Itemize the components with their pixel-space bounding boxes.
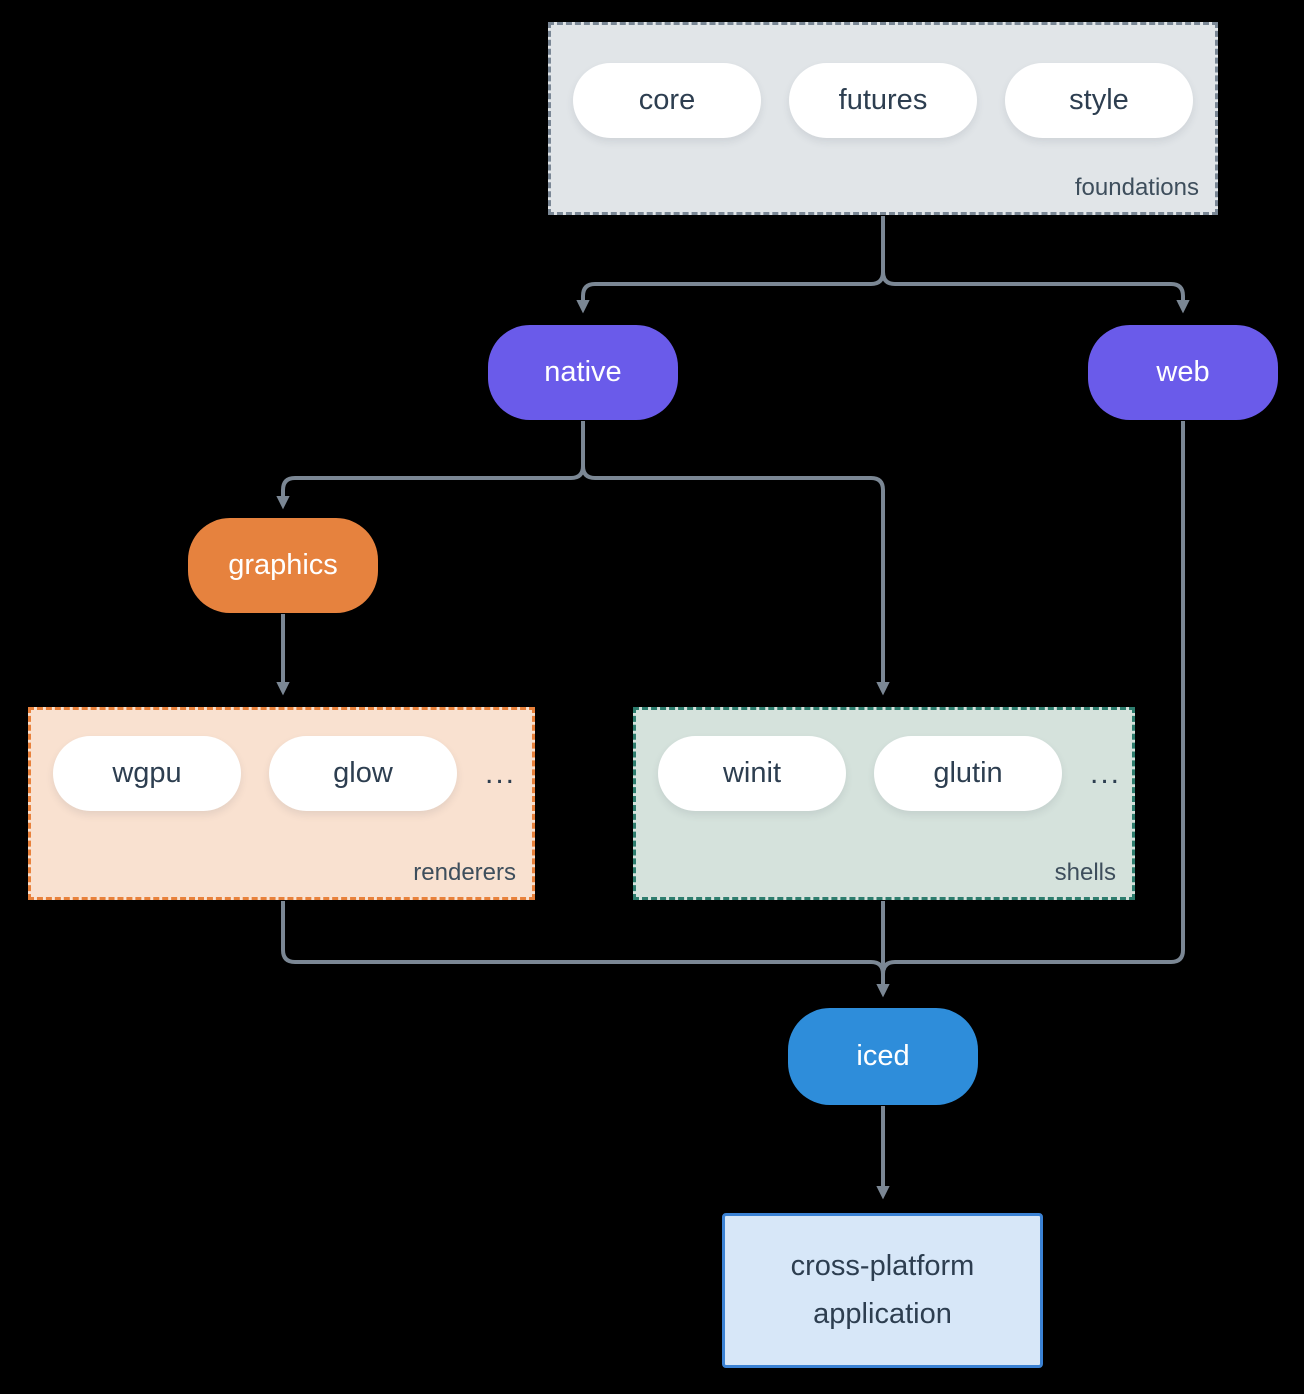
node-style: style <box>1005 63 1193 138</box>
foundations-pill-row: core futures style <box>551 25 1215 138</box>
node-glow: glow <box>269 736 457 811</box>
node-wgpu: wgpu <box>53 736 241 811</box>
node-futures: futures <box>789 63 977 138</box>
line-renderers-to-merge <box>281 901 885 975</box>
node-core: core <box>573 63 761 138</box>
arrow-native-to-shells <box>581 421 890 696</box>
arrow-foundations-to-native <box>576 216 885 314</box>
node-cross-platform-application: cross-platform application <box>722 1213 1043 1368</box>
foundations-label: foundations <box>1074 174 1199 201</box>
node-winit: winit <box>658 736 846 811</box>
node-graphics: graphics <box>188 518 378 613</box>
renderers-ellipsis: ... <box>485 756 517 790</box>
arrow-native-to-graphics <box>276 421 585 510</box>
node-iced: iced <box>788 1008 978 1105</box>
node-native: native <box>488 325 678 420</box>
node-web: web <box>1088 325 1278 420</box>
group-foundations: core futures style foundations <box>548 22 1218 215</box>
arrow-foundations-to-web <box>881 216 1190 314</box>
group-renderers: wgpu glow ... renderers <box>28 707 535 900</box>
shells-pill-row: winit glutin ... <box>636 710 1132 811</box>
group-shells: winit glutin ... shells <box>633 707 1135 900</box>
renderers-pill-row: wgpu glow ... <box>31 710 532 811</box>
renderers-label: renderers <box>413 859 516 886</box>
shells-ellipsis: ... <box>1090 756 1122 790</box>
shells-label: shells <box>1054 859 1116 886</box>
node-glutin: glutin <box>874 736 1062 811</box>
